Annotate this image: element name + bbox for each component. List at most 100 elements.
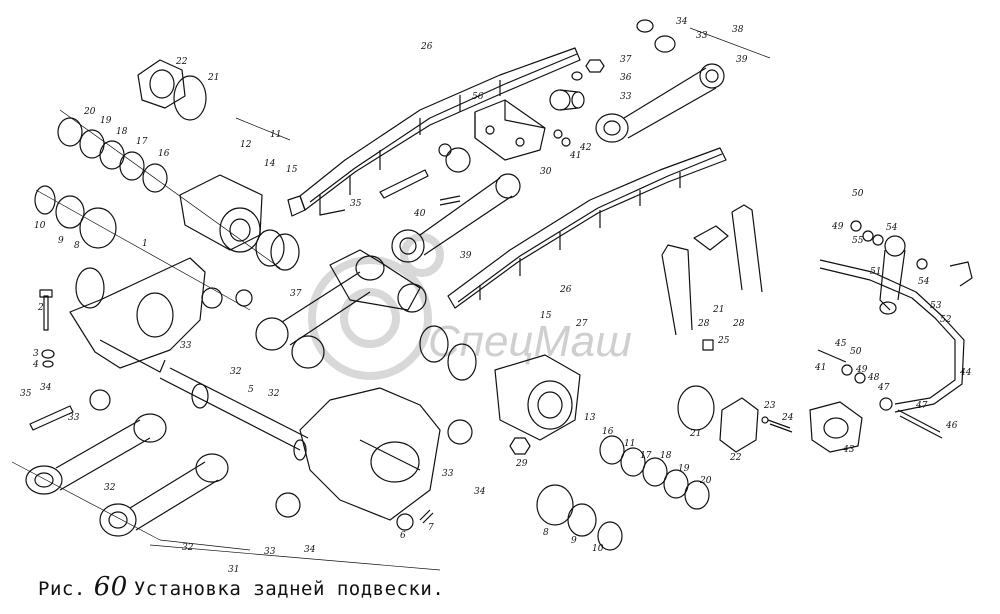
part-label-4: 4 xyxy=(32,360,39,370)
part-label-33-3: 33 xyxy=(442,469,454,479)
part-label-32: 32 xyxy=(230,367,242,377)
part-label-20-2: 20 xyxy=(699,476,712,486)
part-label-7: 7 xyxy=(428,523,434,533)
part-label-16: 16 xyxy=(158,149,170,159)
part-label-39-2: 39 xyxy=(460,251,472,261)
part-label-6: 6 xyxy=(400,531,406,541)
stabilizer-link-51 xyxy=(879,235,906,315)
torque-rod-upper-right xyxy=(595,19,725,143)
bolt-2 xyxy=(39,289,53,331)
part-label-37-2: 37 xyxy=(620,55,632,65)
bolt-45-nut-48-49 xyxy=(817,349,866,384)
part-label-51: 51 xyxy=(870,267,881,277)
part-label-24: 24 xyxy=(781,413,794,423)
part-label-35-2: 35 xyxy=(350,199,362,209)
part-label-18-2: 18 xyxy=(660,451,672,461)
hub-bracket-right xyxy=(494,354,581,441)
part-label-18: 18 xyxy=(116,127,128,137)
part-label-46: 46 xyxy=(945,421,958,431)
part-label-10-2: 10 xyxy=(592,544,604,554)
nuts-49-55-54-top xyxy=(850,220,884,246)
reactive-rod-32-upper xyxy=(255,271,371,369)
part-label-33-5: 33 xyxy=(620,92,632,102)
part-label-49-2: 49 xyxy=(855,365,868,375)
part-label-5: 5 xyxy=(248,385,254,395)
figure-caption: Рис. 60 Установка задней подвески. xyxy=(38,572,444,606)
part-label-21: 21 xyxy=(207,73,219,83)
part-label-41-2: 41 xyxy=(814,363,826,373)
part-number-labels: 1234567889910101111121314151516161717181… xyxy=(20,17,972,575)
part-label-33-4: 33 xyxy=(264,547,276,557)
part-label-48: 48 xyxy=(867,373,880,383)
rings-8-9-10-left xyxy=(34,185,117,249)
part-label-26: 26 xyxy=(420,42,433,52)
pin-35 xyxy=(379,169,429,199)
nuts-41-42 xyxy=(553,129,571,147)
part-label-32-2: 32 xyxy=(268,389,280,399)
part-label-15: 15 xyxy=(286,165,298,175)
part-label-12: 12 xyxy=(240,140,252,150)
bracket-center xyxy=(299,387,441,521)
part-label-1: 1 xyxy=(142,239,148,249)
caption-figure-number: 60 xyxy=(93,572,128,602)
seal-rings-14-15 xyxy=(255,229,300,271)
part-label-45: 45 xyxy=(834,339,847,349)
part-label-29: 29 xyxy=(515,459,528,469)
part-label-38: 38 xyxy=(732,25,744,35)
part-label-16-2: 16 xyxy=(602,427,614,437)
bushing-33-center xyxy=(275,419,473,518)
part-label-28: 28 xyxy=(697,319,710,329)
part-label-33-2: 33 xyxy=(68,413,80,423)
part-label-11-2: 11 xyxy=(624,439,635,449)
washer-6 xyxy=(396,513,414,531)
plug-25 xyxy=(702,339,714,351)
torque-rod-middle xyxy=(391,173,521,263)
part-label-17: 17 xyxy=(136,137,148,147)
nut-3-washer-4 xyxy=(41,349,55,368)
bracket-43 xyxy=(809,401,863,453)
hub-bracket-left xyxy=(179,174,263,253)
part-label-34-4: 34 xyxy=(676,17,688,27)
part-label-26-2: 26 xyxy=(559,285,572,295)
part-label-56: 56 xyxy=(472,92,484,102)
reactive-rod-32-lower-right xyxy=(99,453,229,537)
part-label-36: 36 xyxy=(620,73,632,83)
caption-prefix: Рис. xyxy=(38,578,86,600)
rings-left-set xyxy=(57,117,168,193)
part-label-47: 47 xyxy=(877,383,890,393)
stabilizer-bar-44 xyxy=(819,259,965,413)
bushing-39-end xyxy=(438,143,471,173)
seal-rings-center xyxy=(419,325,477,381)
part-label-14: 14 xyxy=(264,159,276,169)
pin-35-left xyxy=(29,405,74,431)
part-label-3: 3 xyxy=(33,349,39,359)
bushing-33-left xyxy=(89,287,253,411)
cover-22-top-left xyxy=(137,59,207,121)
part-label-32-3: 32 xyxy=(104,483,116,493)
part-label-21-3: 21 xyxy=(712,305,724,315)
part-label-54-2: 54 xyxy=(918,277,930,287)
part-label-20: 20 xyxy=(83,107,96,117)
part-label-33: 33 xyxy=(180,341,192,351)
u-bolt-28-right xyxy=(731,204,763,293)
part-label-34-2: 34 xyxy=(474,487,486,497)
part-label-50-2: 50 xyxy=(850,347,862,357)
part-label-13: 13 xyxy=(584,413,596,423)
rubber-bushing-upper xyxy=(549,89,585,111)
part-label-55: 55 xyxy=(852,236,864,246)
part-label-17-2: 17 xyxy=(640,451,652,461)
part-label-37: 37 xyxy=(290,289,302,299)
part-label-42: 42 xyxy=(579,143,592,153)
reactive-rod-32-lower-left xyxy=(25,413,167,495)
small-parts-36-37 xyxy=(571,59,605,81)
leaf-spring-lower xyxy=(447,147,727,309)
nut-29 xyxy=(509,437,531,455)
part-label-22-2: 22 xyxy=(729,453,742,463)
rings-8-9-10-right xyxy=(536,484,623,551)
rings-right-set xyxy=(599,435,710,510)
part-label-33-6: 33 xyxy=(696,31,708,41)
part-label-9-2: 9 xyxy=(571,536,577,546)
bolt-54-lever xyxy=(916,258,973,287)
bolt-24-washer-23 xyxy=(761,416,793,433)
